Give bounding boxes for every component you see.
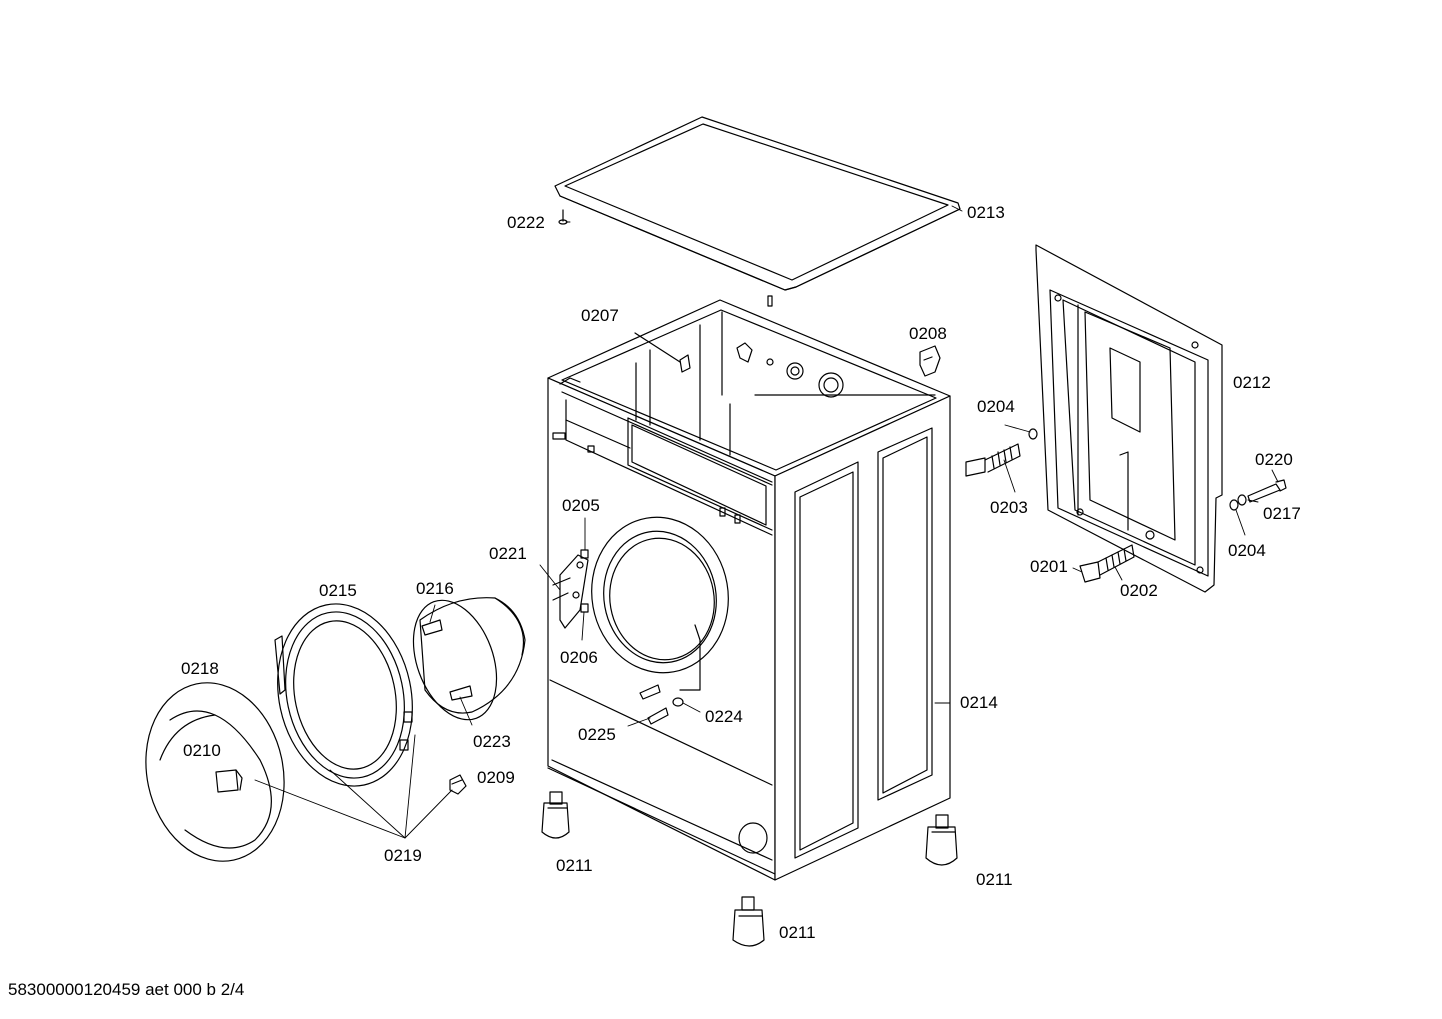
door-ring-part [274,603,413,787]
door-screw-0223-part [421,619,473,701]
hinge-0221-part [552,549,589,629]
label-0210[interactable]: 0210 [183,741,221,760]
label-0207[interactable]: 0207 [581,306,619,325]
foot-0211-left [541,791,570,839]
outer-door-frame-part [145,682,285,862]
label-0223[interactable]: 0223 [473,732,511,751]
back-panel-part [1035,244,1223,593]
label-0201[interactable]: 0201 [1030,557,1068,576]
foot-0211-bottom [732,896,765,947]
cabinet-screws-part [639,684,684,725]
label-0215[interactable]: 0215 [319,581,357,600]
label-0203[interactable]: 0203 [990,498,1028,517]
label-0216[interactable]: 0216 [416,579,454,598]
label-0214[interactable]: 0214 [960,693,998,712]
bracket-0208-part [919,345,941,377]
part-labels: 0222 0213 0207 0208 0212 0204 0203 0220 … [181,203,1301,942]
label-0224[interactable]: 0224 [705,707,743,726]
cabinet-part [547,295,951,881]
foot-0211-right [925,814,958,866]
label-0217[interactable]: 0217 [1263,504,1301,523]
label-0211-bottom[interactable]: 0211 [779,923,816,942]
label-0219[interactable]: 0219 [384,846,422,865]
label-0211-left[interactable]: 0211 [556,856,593,875]
label-0206[interactable]: 0206 [560,648,598,667]
leader-lines [254,205,1279,839]
label-0204-lower[interactable]: 0204 [1228,541,1266,560]
spring-clip-0209-part [449,774,467,795]
drawing-id-footer: 58300000120459 aet 000 b 2/4 [8,980,245,999]
label-0225[interactable]: 0225 [578,725,616,744]
door-glass-part [412,597,526,721]
transport-bolt-0202-part [1079,544,1135,583]
transport-bolt-0203-part [965,428,1038,477]
clip-0207-part [634,332,691,373]
top-cover-part [554,116,961,291]
label-0211-right[interactable]: 0211 [976,870,1013,889]
label-0208[interactable]: 0208 [909,324,947,343]
label-0202[interactable]: 0202 [1120,581,1158,600]
label-0204-upper[interactable]: 0204 [977,397,1015,416]
label-0213[interactable]: 0213 [967,203,1005,222]
label-0205[interactable]: 0205 [562,496,600,515]
label-0221[interactable]: 0221 [489,544,527,563]
label-0212[interactable]: 0212 [1233,373,1271,392]
label-0220[interactable]: 0220 [1255,450,1293,469]
label-0222[interactable]: 0222 [507,213,545,232]
label-0209[interactable]: 0209 [477,768,515,787]
label-0218[interactable]: 0218 [181,659,219,678]
